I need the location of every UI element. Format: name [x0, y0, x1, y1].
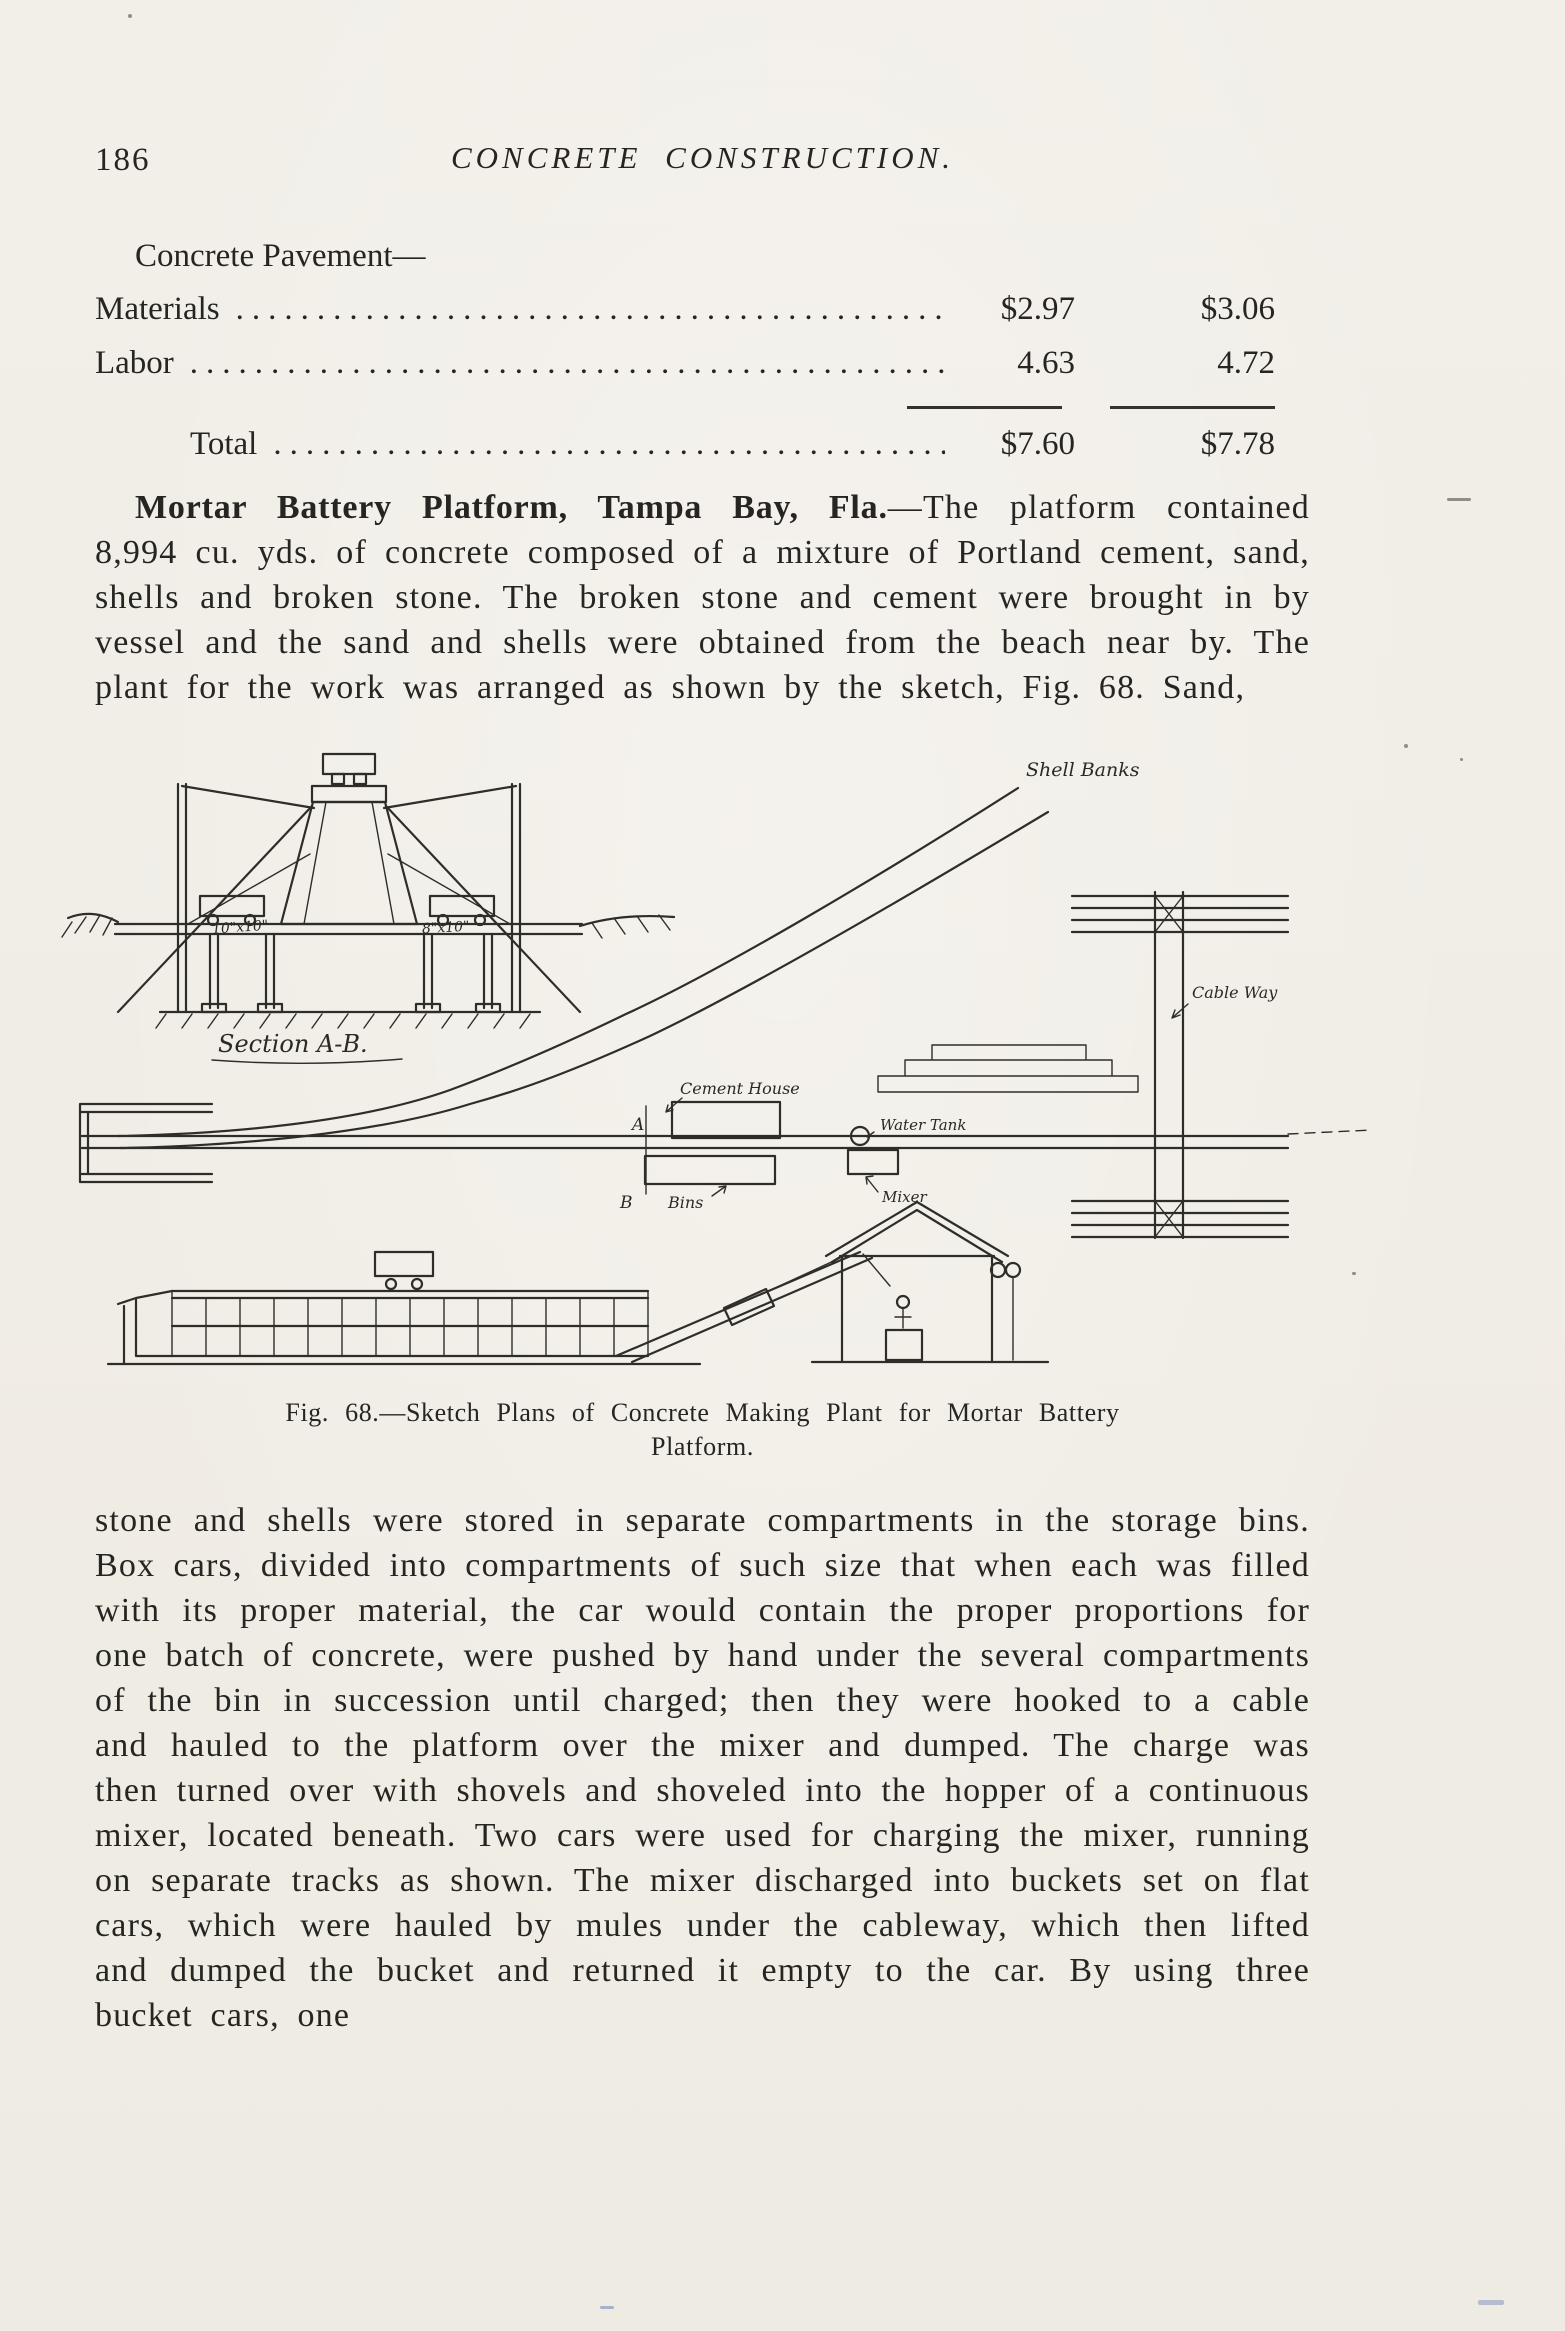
sum-rule-col2 [1110, 406, 1275, 409]
figure-caption-line2: Platform. [651, 1432, 754, 1461]
amount-col1: $7.60 [1000, 426, 1075, 462]
amount-col1: 4.63 [1017, 345, 1075, 381]
amount-col2: 4.72 [1217, 345, 1275, 381]
row-label: Total [190, 426, 258, 462]
dot-leader: ........................................… [235, 291, 945, 327]
figure-label-marker-b: B [619, 1193, 633, 1213]
scan-artifact [1447, 498, 1471, 501]
figure-label-water-tank: Water Tank [880, 1116, 966, 1134]
page-content: 186 CONCRETE CONSTRUCTION. Concrete Pave… [61, 138, 1373, 2038]
page-header: 186 CONCRETE CONSTRUCTION. [95, 138, 1310, 186]
row-label: Labor [95, 345, 174, 381]
scan-artifact [1352, 1272, 1356, 1275]
figure-label-mixer: Mixer [881, 1188, 927, 1206]
scan-artifact [600, 2306, 614, 2309]
scan-artifact [1478, 2300, 1504, 2305]
figure-label-cement-house: Cement House [680, 1079, 800, 1098]
figure-label-marker-a: A [630, 1115, 644, 1135]
paragraph-text: —The platform contained 8,994 cu. yds. o… [95, 489, 1310, 706]
row-label: Materials [95, 291, 220, 327]
amount-col2: $7.78 [1200, 426, 1275, 462]
dot-leader: ........................................… [273, 426, 945, 462]
sum-rule-col1 [907, 406, 1062, 409]
scan-artifact [1460, 758, 1463, 761]
sum-rules [95, 406, 1275, 409]
amount-col2: $3.06 [1200, 291, 1275, 327]
figure-label-timber-left: 10"x10" [211, 918, 268, 938]
figure-label-timber-right: 8"x10" [422, 919, 470, 937]
scan-artifact [1404, 744, 1408, 748]
cost-table-row-materials: Materials ..............................… [95, 282, 1275, 336]
figure-label-cable-way: Cable Way [1192, 983, 1278, 1002]
dot-leader: ........................................… [189, 345, 945, 381]
paragraph-continuation: stone and shells were stored in separate… [95, 1502, 1310, 2034]
figure-label-bins: Bins [667, 1193, 703, 1212]
cost-table-row-labor: Labor ..................................… [95, 336, 1275, 390]
page-number: 186 [95, 142, 151, 178]
scan-artifact [128, 14, 132, 18]
paragraph-mortar-battery: Mortar Battery Platform, Tampa Bay, Fla.… [95, 485, 1310, 710]
cost-table: Concrete Pavement— Materials ...........… [95, 230, 1275, 471]
running-title: CONCRETE CONSTRUCTION. [450, 140, 955, 175]
figure-sketch: Shell Banks Section A-B. 10"x10" 8"x10" … [61, 752, 1373, 1366]
cost-table-heading: Concrete Pavement— [135, 238, 426, 274]
figure-caption: Fig. 68.—Sketch Plans of Concrete Making… [95, 1396, 1310, 1464]
cost-table-row-total: Total ..................................… [95, 417, 1275, 471]
figure-68: Shell Banks Section A-B. 10"x10" 8"x10" … [61, 746, 1373, 1468]
paragraph-bold-lead: Mortar Battery Platform, Tampa Bay, Fla. [135, 489, 888, 526]
figure-caption-line1: Fig. 68.—Sketch Plans of Concrete Making… [285, 1398, 1120, 1427]
amount-col1: $2.97 [1000, 291, 1075, 327]
figure-label-section-ab: Section A-B. [218, 1030, 368, 1058]
figure-label-shell-banks: Shell Banks [1026, 759, 1140, 781]
